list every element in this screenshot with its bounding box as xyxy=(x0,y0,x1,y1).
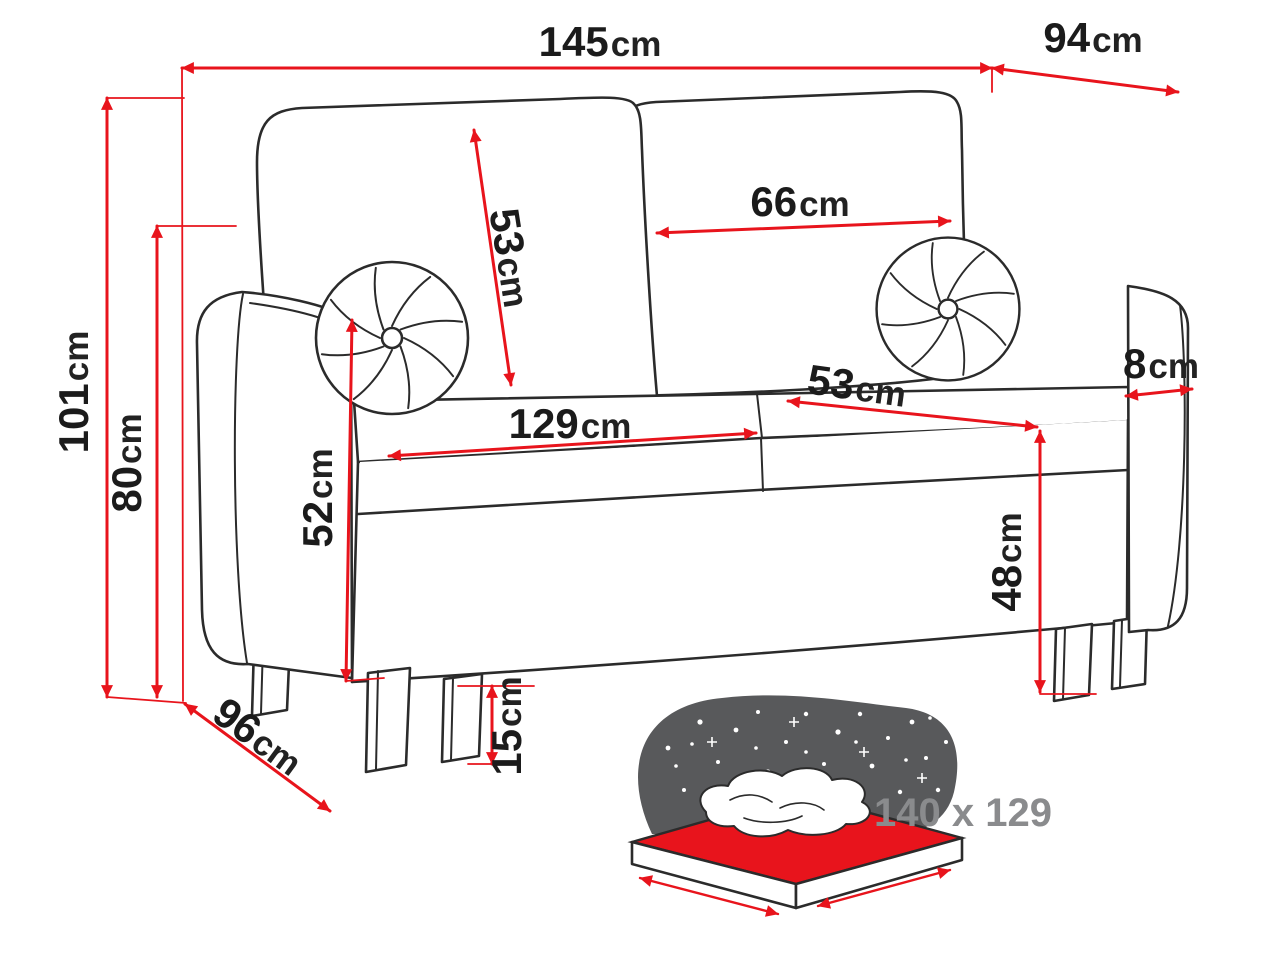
armrest-left-roll xyxy=(233,293,248,664)
armrest-right xyxy=(1126,284,1190,634)
label-backrest-height: 80cm xyxy=(103,413,150,512)
sofa-illustration xyxy=(195,90,1190,774)
ext-bounding-left xyxy=(181,67,184,702)
leg-mid-left-edge xyxy=(450,677,454,761)
bed-pillow-crease-2 xyxy=(779,802,825,811)
dim-armrest-height xyxy=(340,318,358,683)
dim-seat-depth xyxy=(786,396,1039,432)
label-seat-depth: 53cm xyxy=(805,355,910,415)
dimension-labels: 145cm 94cm 101cm 80cm 53cm 66cm 129cm 53… xyxy=(50,14,1199,784)
armrest-left xyxy=(195,290,354,680)
ext-101-bottom xyxy=(106,696,187,704)
bed-pillow-crease-1 xyxy=(729,794,773,803)
bed-pillow-crease-3 xyxy=(743,815,803,824)
bed-depth-arrow xyxy=(816,867,952,909)
bed-pillow xyxy=(699,767,871,838)
leg-front-left xyxy=(364,666,412,774)
label-total-height: 101cm xyxy=(50,331,97,454)
leg-back-right-edge xyxy=(1119,619,1123,688)
label-back-cushion-width: 66cm xyxy=(750,178,849,225)
base-fill xyxy=(352,420,1128,682)
dimension-lines xyxy=(101,62,1194,813)
bed-pillow-body xyxy=(699,767,871,838)
dim-seat-width xyxy=(387,427,758,462)
leg-front-left-edge xyxy=(375,670,379,770)
seat-front-seam xyxy=(356,468,1130,516)
label-back-cushion-height: 53cm xyxy=(480,205,542,310)
armrest-right-body xyxy=(1126,284,1190,634)
seat-gap-lower xyxy=(760,437,764,492)
label-total-width: 145cm xyxy=(539,18,662,65)
leg-mid-left xyxy=(440,672,484,764)
sleeping-area-label: 140 x 129 xyxy=(874,791,1052,835)
dim-base-depth xyxy=(183,702,332,813)
label-armrest-width: 8cm xyxy=(1123,340,1199,387)
round-pillow-left xyxy=(314,260,470,416)
dim-total-depth xyxy=(990,63,1180,97)
round-pillow-right xyxy=(875,236,1021,382)
label-seat-height: 48cm xyxy=(983,512,1030,611)
dim-back-cushion-width xyxy=(655,215,952,239)
label-total-depth: 94cm xyxy=(1043,14,1142,61)
label-armrest-height: 52cm xyxy=(294,448,341,547)
leg-front-right-edge xyxy=(1062,627,1066,700)
label-seat-width: 129cm xyxy=(509,400,632,447)
leg-front-right xyxy=(1052,622,1094,703)
bed-icon: 140 x 129 xyxy=(627,695,1052,917)
armrest-right-roll xyxy=(1167,304,1186,627)
bed-width-arrow xyxy=(638,875,780,917)
dim-back-cushion-height xyxy=(469,128,516,387)
dim-armrest-width xyxy=(1124,384,1194,401)
seat-cushion-gap xyxy=(756,393,763,439)
label-leg-height: 15cm xyxy=(483,676,530,775)
